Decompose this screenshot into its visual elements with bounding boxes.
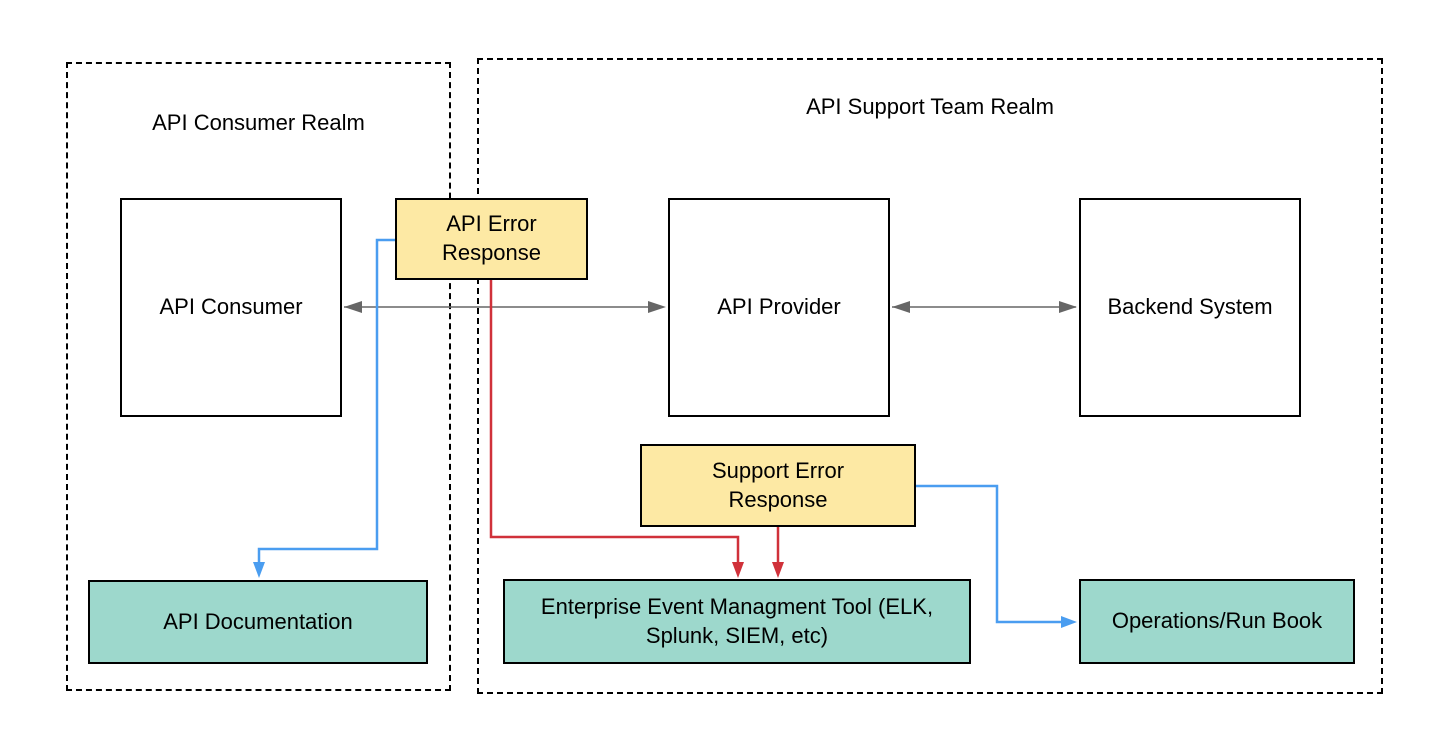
support-error-response-label: Support Error Response (711, 457, 845, 512)
event-management-tool-node[interactable]: Enterprise Event Managment Tool (ELK, Sp… (503, 579, 971, 664)
backend-system-label: Backend System (1107, 294, 1273, 320)
consumer-realm (66, 62, 451, 691)
api-consumer-label: API Consumer (159, 294, 303, 320)
api-provider-label: API Provider (717, 294, 841, 320)
api-provider-node[interactable]: API Provider (668, 198, 890, 417)
support-realm (477, 58, 1383, 694)
api-error-response-label: API Error Response (441, 211, 542, 265)
api-error-response-node[interactable]: API Error Response (395, 198, 588, 280)
api-documentation-node[interactable]: API Documentation (88, 580, 428, 664)
operations-run-book-label: Operations/Run Book (1111, 608, 1323, 634)
event-management-tool-label: Enterprise Event Managment Tool (ELK, Sp… (540, 593, 934, 648)
backend-system-node[interactable]: Backend System (1079, 198, 1301, 417)
consumer-realm-title: API Consumer Realm (152, 110, 365, 135)
support-realm-title: API Support Team Realm (806, 94, 1054, 119)
support-error-response-node[interactable]: Support Error Response (640, 444, 916, 527)
api-consumer-node[interactable]: API Consumer (120, 198, 342, 417)
operations-run-book-node[interactable]: Operations/Run Book (1079, 579, 1355, 664)
api-documentation-label: API Documentation (163, 608, 353, 634)
